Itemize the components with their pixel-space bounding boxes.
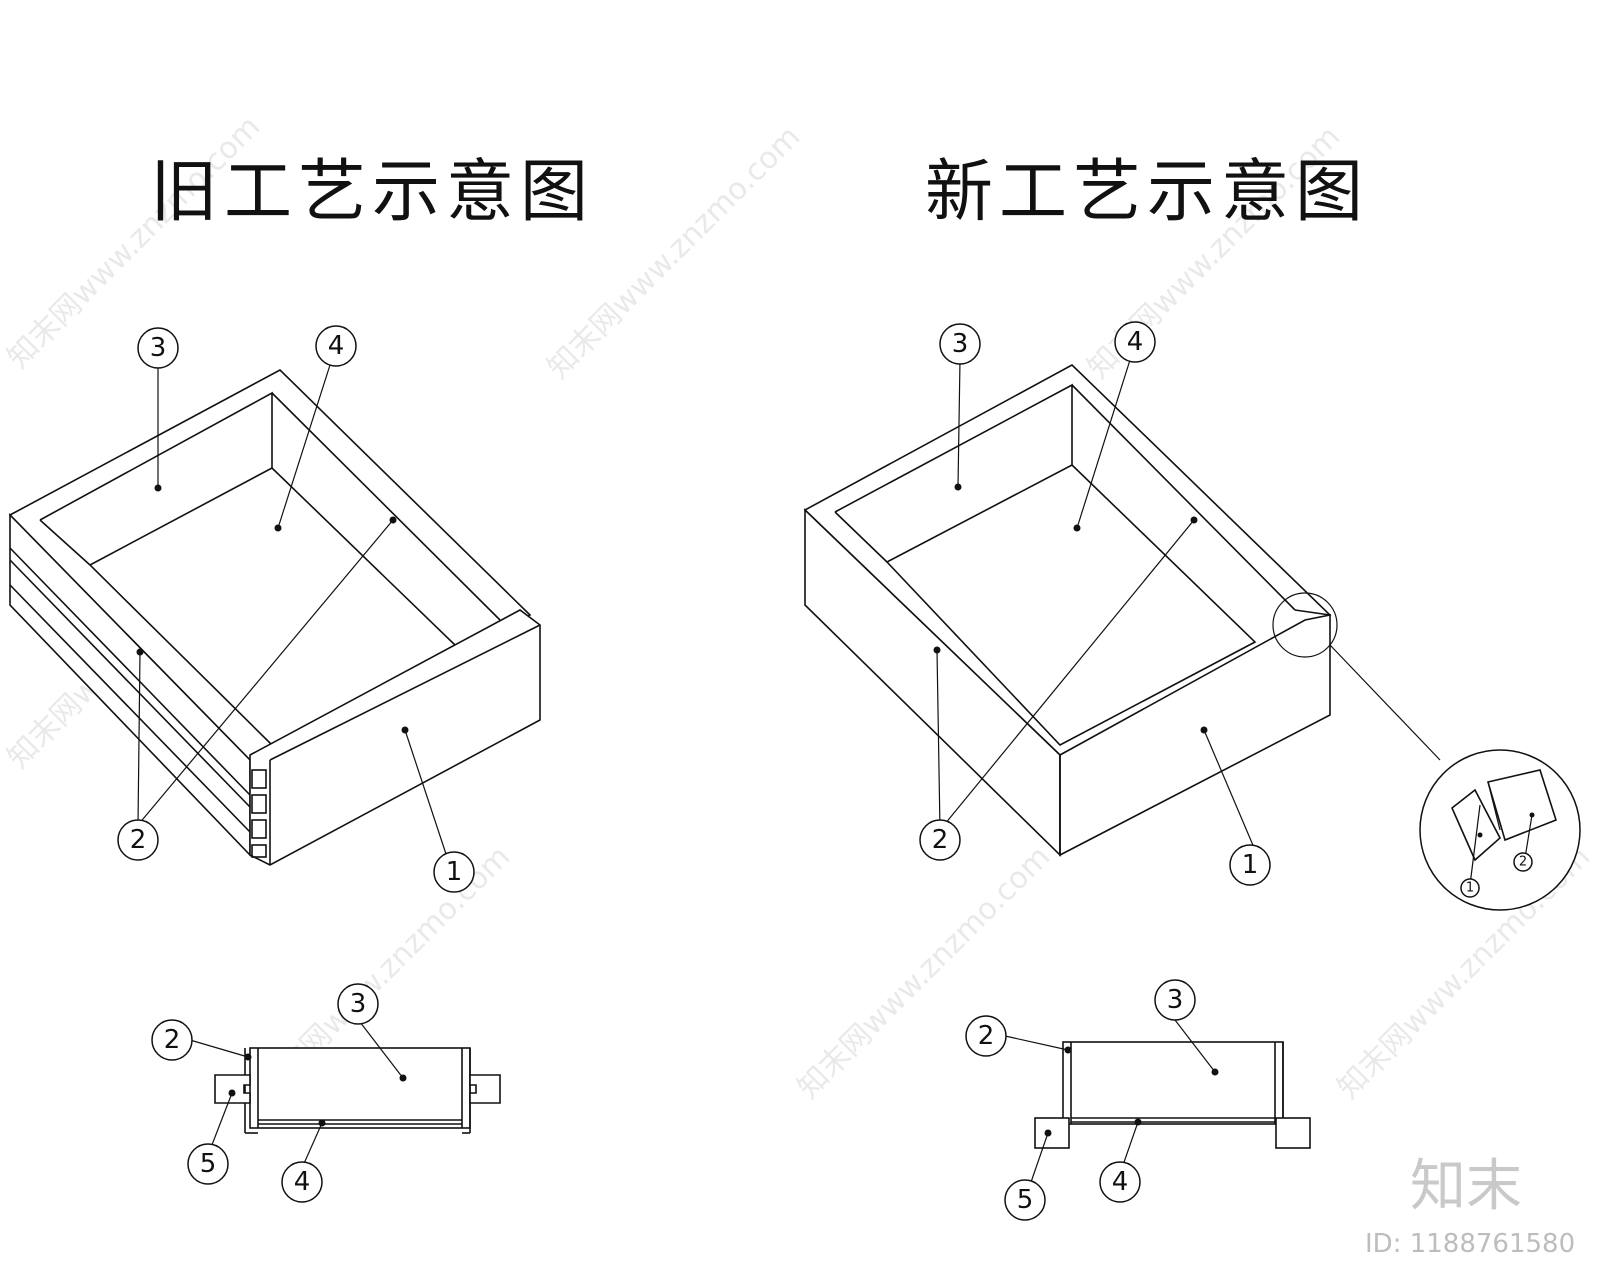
new-section-callout-2: 2 [965, 1015, 1007, 1057]
old-drawer-isometric [8, 369, 541, 866]
old-callout-3: 3 [137, 327, 179, 369]
callout-label: 3 [952, 329, 969, 359]
new-section-leaders [1004, 1019, 1219, 1186]
new-section-view [1034, 1041, 1311, 1149]
new-drawer-floor [885, 464, 1257, 746]
watermark-text: 知末网www.znzmo.com [1, 109, 267, 375]
old-section-callout-2: 2 [151, 1019, 193, 1061]
old-runner-left [214, 1074, 251, 1104]
old-callout-2: 2 [117, 819, 159, 861]
watermark-text: 知末网www.znzmo.com [791, 839, 1057, 1105]
old-section-callout-4: 4 [281, 1161, 323, 1203]
brand-logo-text: 知末 [1410, 1154, 1522, 1219]
new-joint-detail: 1 2 [1419, 749, 1581, 911]
right-title: 新工艺示意图 [925, 153, 1369, 232]
new-section-callout-4: 4 [1099, 1161, 1141, 1203]
new-drawer-isometric [803, 364, 1332, 857]
new-callout-1: 1 [1229, 844, 1271, 886]
new-section-callout-5: 5 [1004, 1179, 1046, 1221]
new-runner-right [1275, 1117, 1311, 1149]
callout-label: 4 [328, 331, 345, 361]
old-drawer-front-panel [249, 609, 541, 866]
callout-label: 2 [164, 1025, 181, 1055]
old-section-callout-3: 3 [337, 983, 379, 1025]
callout-label: 1 [1242, 850, 1259, 880]
callout-label: 2 [130, 825, 147, 855]
new-section-box [1062, 1041, 1284, 1125]
callout-label: 3 [350, 989, 367, 1019]
old-callout-4: 4 [315, 325, 357, 367]
detail-label-2: 2 [1519, 855, 1527, 870]
callout-label: 4 [294, 1167, 311, 1197]
new-runner-left [1034, 1117, 1070, 1149]
new-callout-4: 4 [1114, 321, 1156, 363]
callout-label: 4 [1127, 327, 1144, 357]
new-section-callout-3: 3 [1154, 979, 1196, 1021]
callout-label: 1 [446, 857, 463, 887]
callout-label: 3 [1167, 985, 1184, 1015]
image-id-text: ID: 1188761580 [1365, 1229, 1575, 1259]
left-title: 旧工艺示意图 [150, 153, 594, 232]
old-section-callout-5: 5 [187, 1143, 229, 1185]
old-leader-lines [137, 362, 449, 861]
new-leader-dots [933, 483, 1208, 734]
old-runner-right [469, 1074, 501, 1104]
callout-label: 2 [932, 825, 949, 855]
detail-piece-2 [1486, 769, 1557, 842]
old-section-leaders [189, 1021, 407, 1169]
old-section-box [249, 1047, 471, 1129]
old-section-view [214, 1047, 501, 1134]
callout-label: 3 [150, 333, 167, 363]
detail-piece-1 [1451, 788, 1501, 862]
new-leader-lines [936, 359, 1256, 851]
new-joint-highlight [1272, 592, 1441, 761]
new-callout-3: 3 [939, 323, 981, 365]
callout-label: 2 [978, 1021, 995, 1051]
callout-label: 5 [1017, 1185, 1034, 1215]
old-callout-1: 1 [433, 851, 475, 893]
callout-label: 4 [1112, 1167, 1129, 1197]
callout-label: 5 [200, 1149, 217, 1179]
old-leader-dots [136, 484, 409, 734]
new-callout-2: 2 [919, 819, 961, 861]
detail-label-1: 1 [1466, 881, 1474, 896]
